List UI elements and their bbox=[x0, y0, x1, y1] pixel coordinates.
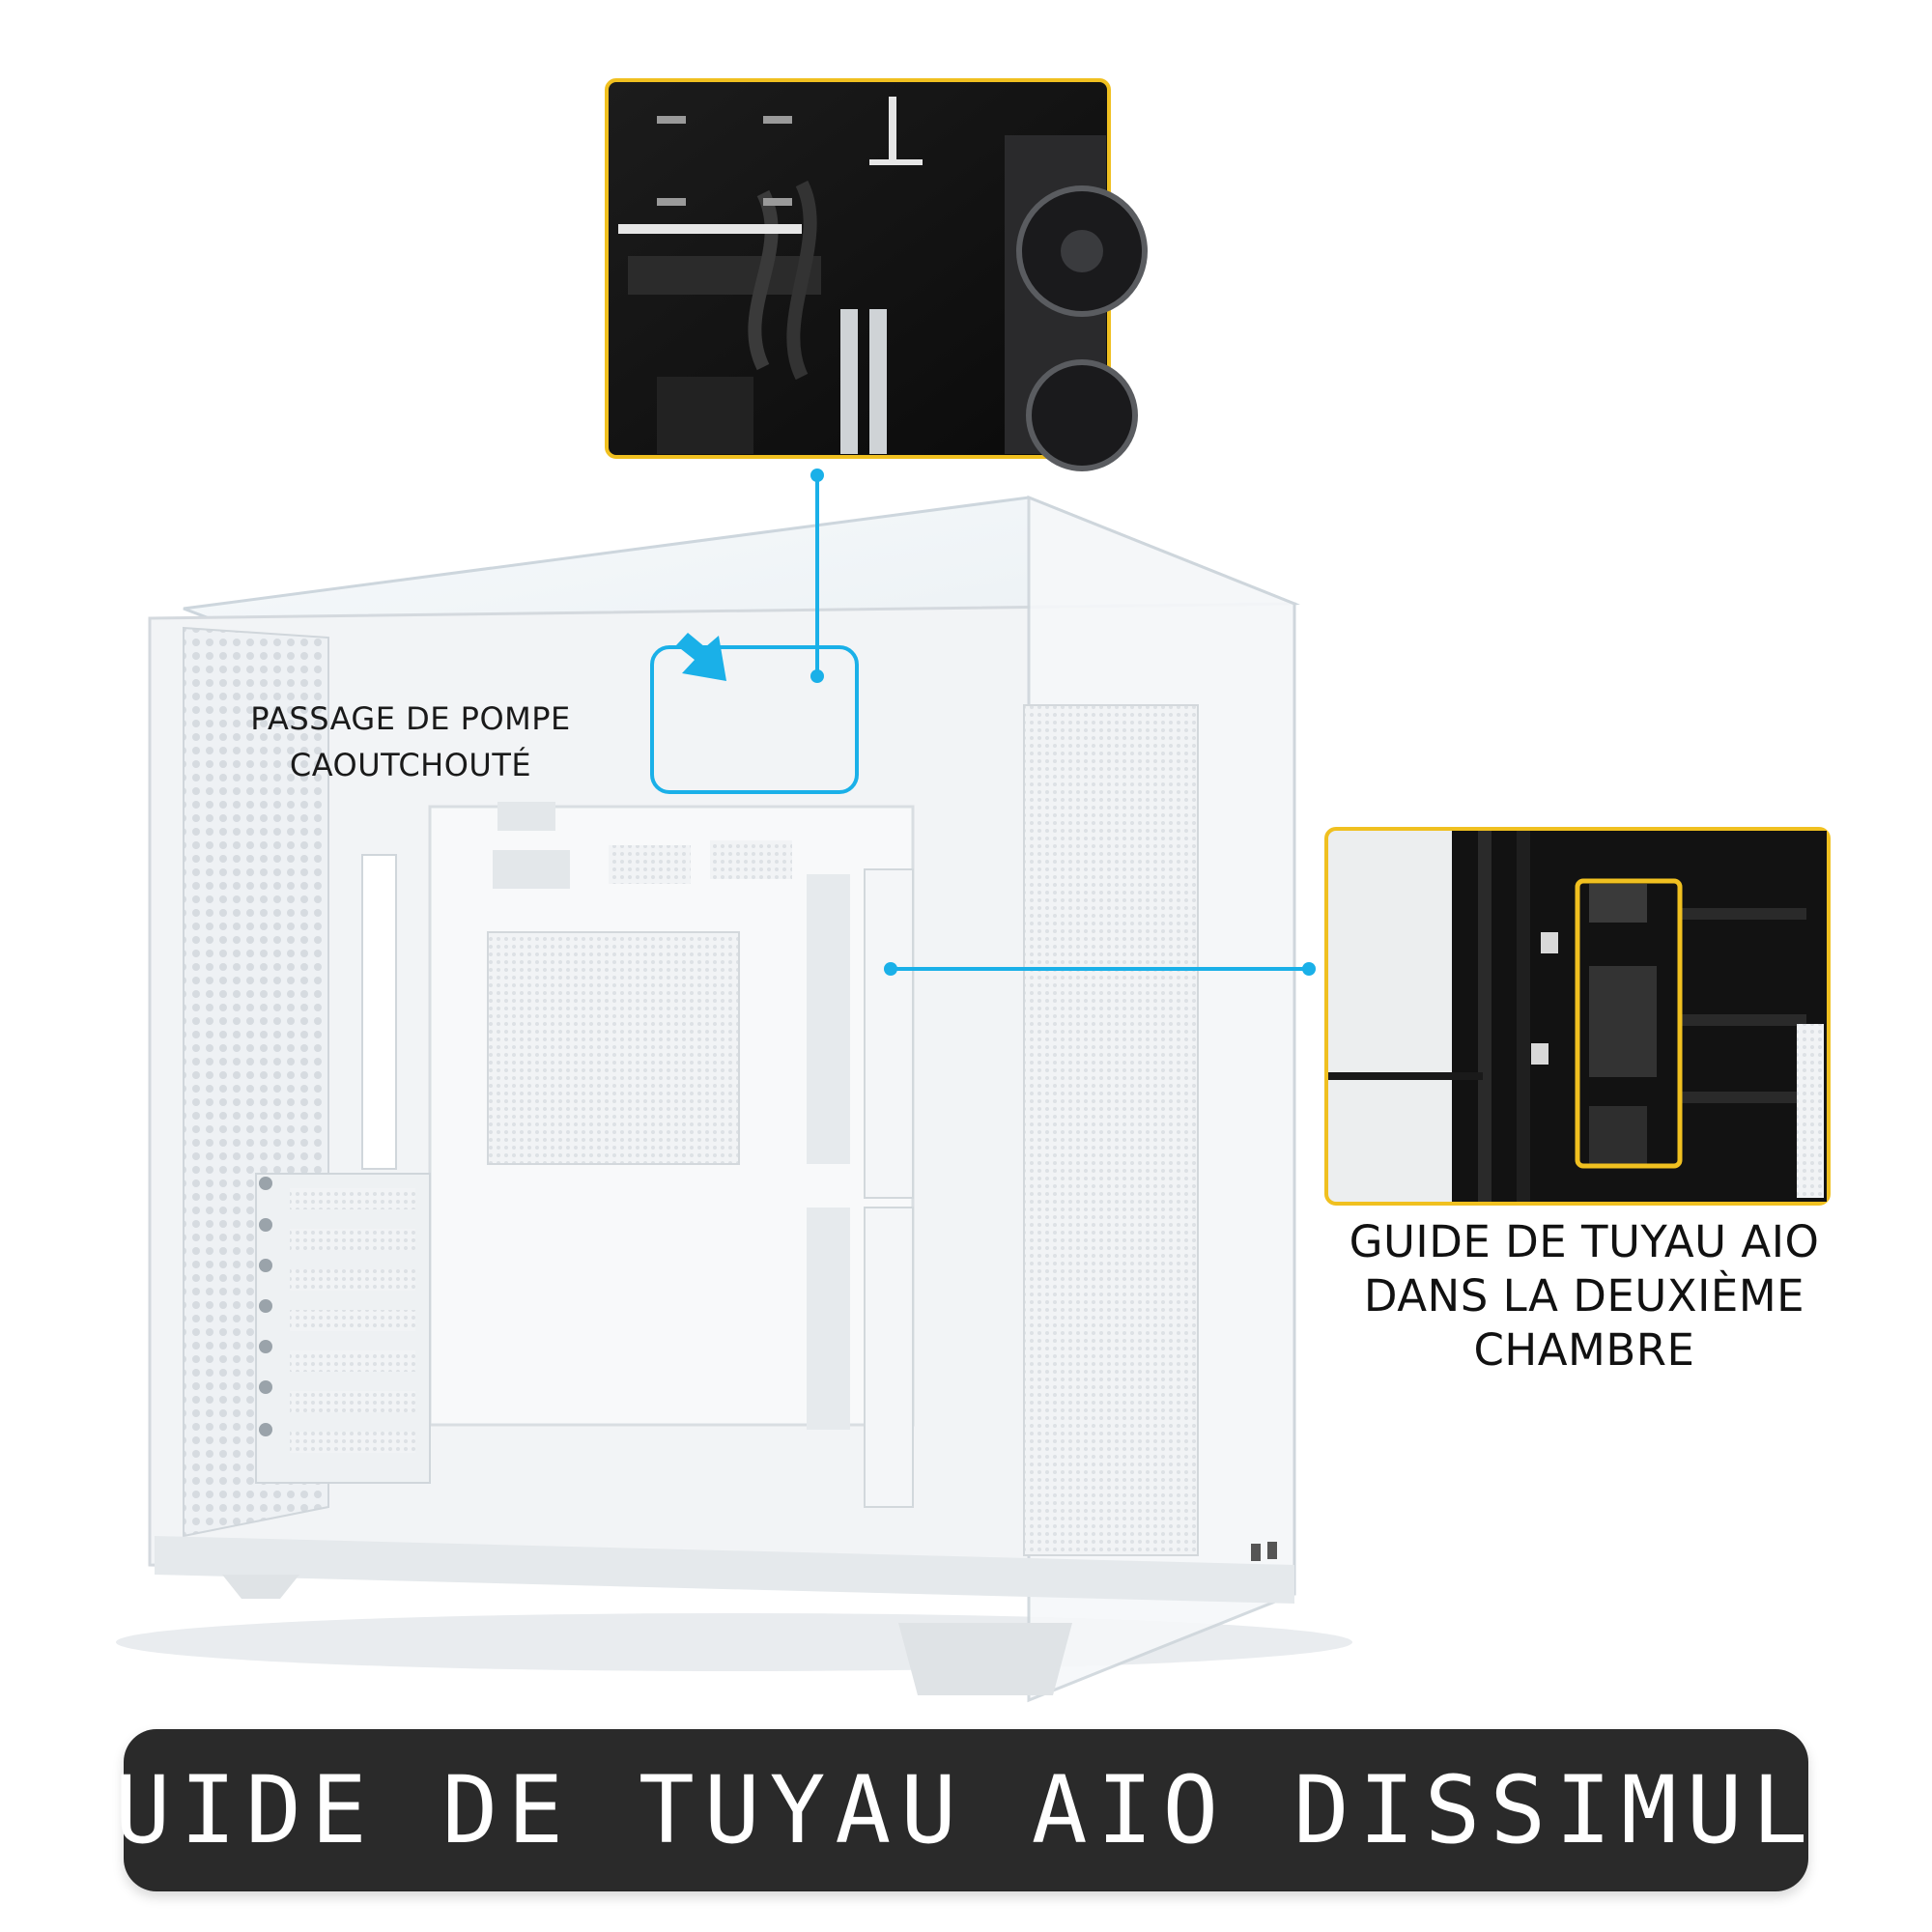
cable-slot bbox=[807, 1208, 850, 1430]
cable-cutout bbox=[609, 845, 691, 884]
ram-stick bbox=[840, 309, 858, 454]
cable-slot bbox=[807, 874, 850, 1164]
top-inset-photo bbox=[605, 78, 1148, 471]
aio-tube bbox=[748, 189, 779, 371]
tube-guide-clip bbox=[1589, 1106, 1647, 1164]
pump-passage-highlight bbox=[650, 645, 859, 794]
title-banner: GUIDE DE TUYAU AIO DISSIMULÉ bbox=[49, 1729, 1873, 1891]
aio-tube bbox=[786, 180, 817, 381]
tube-guide-clip bbox=[1589, 966, 1657, 1077]
tube-guide-clip bbox=[1589, 884, 1647, 923]
usb-port bbox=[1251, 1544, 1261, 1561]
case-foot bbox=[222, 1575, 299, 1599]
right-inset-photo bbox=[1324, 827, 1831, 1206]
rear-io-opening bbox=[361, 854, 397, 1170]
cable-cutout bbox=[710, 840, 792, 879]
grommet-strip bbox=[864, 868, 914, 1199]
aio-guide-label-line-2: DANS LA DEUXIÈME bbox=[1363, 1270, 1805, 1321]
aio-guide-label-line-1: GUIDE DE TUYAU AIO bbox=[1349, 1216, 1820, 1267]
case-base bbox=[155, 1536, 1294, 1604]
pc-case bbox=[116, 495, 1352, 1703]
aio-guide-label: GUIDE DE TUYAU AIO DANS LA DEUXIÈME CHAM… bbox=[1304, 1215, 1864, 1378]
pump-passage-label-line-2: CAOUTCHOUTÉ bbox=[289, 747, 532, 783]
grommet-strip bbox=[864, 1207, 914, 1508]
ram-stick bbox=[869, 309, 887, 454]
guide-highlight bbox=[1575, 878, 1683, 1169]
case-foot bbox=[898, 1623, 1072, 1695]
aio-guide-label-line-3: CHAMBRE bbox=[1473, 1324, 1695, 1376]
cpu-cutout bbox=[487, 931, 740, 1165]
arrow-icon bbox=[676, 633, 726, 681]
pump-passage-label: PASSAGE DE POMPE CAOUTCHOUTÉ bbox=[213, 696, 609, 788]
cable-cutout bbox=[493, 850, 570, 889]
cable-cutout bbox=[497, 802, 555, 831]
callout-line-top bbox=[810, 469, 824, 683]
expansion-slots bbox=[255, 1173, 431, 1484]
banner-title: GUIDE DE TUYAU AIO DISSIMULÉ bbox=[48, 1756, 1884, 1864]
second-chamber-mesh bbox=[1023, 704, 1199, 1556]
pump-passage-label-line-1: PASSAGE DE POMPE bbox=[250, 700, 571, 737]
usb-port bbox=[1267, 1542, 1277, 1559]
callout-line-right bbox=[884, 962, 1316, 976]
